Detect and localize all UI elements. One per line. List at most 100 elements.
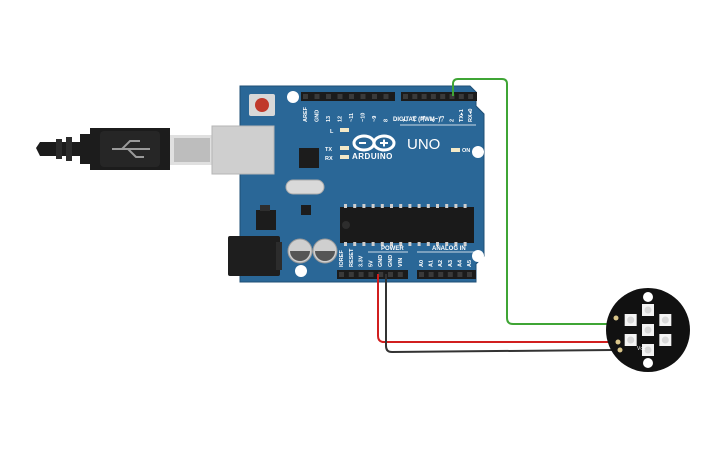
chip-pin — [380, 204, 384, 208]
data-wire[interactable] — [452, 78, 610, 325]
board-model-text: UNO — [407, 136, 440, 153]
analog-header[interactable] — [417, 270, 476, 279]
chip-pin — [362, 242, 366, 246]
neopixel-jewel[interactable]: Vcc — [606, 288, 690, 372]
led-label-l: L — [330, 129, 334, 135]
power-wire[interactable] — [377, 274, 610, 343]
chip-pin — [417, 204, 421, 208]
pin-label: ~5 — [422, 116, 428, 122]
chip-pin — [408, 204, 412, 208]
reset-button[interactable] — [249, 94, 275, 116]
header-pin-hole[interactable] — [457, 272, 463, 277]
header-pin-hole[interactable] — [337, 94, 343, 99]
ground-wire[interactable] — [385, 274, 613, 354]
led-label-on: ON — [462, 148, 470, 154]
chip-pin — [344, 204, 347, 208]
chip-pin — [454, 242, 458, 246]
chip-pin — [445, 242, 449, 246]
chip-pin — [344, 242, 347, 246]
chip-pin — [436, 242, 439, 246]
header-pin-hole[interactable] — [449, 94, 455, 99]
header-pin-hole[interactable] — [368, 272, 374, 277]
chip-pin — [436, 204, 439, 208]
chip-pin — [390, 204, 393, 208]
header-pin-hole[interactable] — [438, 272, 444, 277]
chip-pin — [454, 204, 458, 208]
mounting-hole — [472, 250, 484, 262]
digital-header-label: DIGITAL (PWM~) — [393, 117, 440, 123]
header-pin-hole[interactable] — [388, 272, 393, 277]
neopixel-led — [624, 314, 637, 326]
led-label-tx: TX — [325, 147, 332, 153]
header-pin-hole[interactable] — [447, 272, 453, 277]
header-pin-hole[interactable] — [326, 94, 331, 99]
header-pin-hole[interactable] — [383, 94, 389, 99]
neopixel-led — [642, 344, 654, 356]
usb-jack — [211, 125, 275, 175]
voltage-regulator — [256, 205, 276, 230]
chip-pin — [417, 242, 421, 246]
header-pin-hole[interactable] — [314, 94, 320, 99]
chip-pin — [408, 242, 412, 246]
pin-label: A4 — [457, 259, 463, 267]
chip-pin — [353, 204, 357, 208]
pin-label: 4 — [431, 118, 437, 122]
chip-pin — [371, 242, 375, 246]
pin-label: A1 — [429, 260, 435, 267]
digital-header-left[interactable] — [301, 92, 395, 101]
pin-label: TX▸1 — [459, 109, 465, 122]
header-pin-hole[interactable] — [428, 272, 434, 277]
header-pin-hole[interactable] — [468, 94, 474, 99]
pin-label: A2 — [438, 260, 444, 267]
usb-chip — [299, 148, 319, 168]
pin-label: VIN — [398, 258, 404, 267]
chip-pin — [380, 242, 384, 246]
pin-label: RX◂0 — [468, 109, 474, 122]
header-pin-hole[interactable] — [358, 272, 364, 277]
mounting-hole — [472, 146, 484, 158]
atmega-chip — [340, 204, 474, 246]
header-pin-hole[interactable] — [372, 94, 377, 99]
header-pin-hole[interactable] — [403, 94, 408, 99]
pin-label: A5 — [467, 260, 473, 267]
header-pin-hole[interactable] — [458, 94, 464, 99]
neopixel-vcc-label: Vcc — [637, 346, 646, 352]
header-pin-hole[interactable] — [412, 94, 418, 99]
pin-label: 12 — [338, 116, 344, 122]
chip-pin — [362, 204, 366, 208]
small-component — [301, 205, 311, 215]
header-pin-hole[interactable] — [440, 94, 446, 99]
chip-pin — [463, 242, 467, 246]
chip-pin — [399, 204, 403, 208]
header-pin-hole[interactable] — [421, 94, 427, 99]
pin-label: 5V — [368, 260, 374, 267]
chip-pin — [463, 204, 467, 208]
header-pin-hole[interactable] — [303, 94, 308, 99]
pin-label: A0 — [419, 260, 425, 267]
solder-pad — [613, 315, 619, 321]
header-pin-hole[interactable] — [360, 94, 366, 99]
wires — [377, 78, 613, 354]
arduino-logo-text: ARDUINO — [352, 152, 393, 161]
mounting-hole — [287, 91, 299, 103]
pin-label: 8 — [384, 119, 390, 122]
pin-label: 2 — [450, 119, 456, 122]
header-pin-hole[interactable] — [397, 272, 403, 277]
header-pin-hole[interactable] — [419, 272, 424, 277]
header-pin-hole[interactable] — [339, 272, 344, 277]
pin-label: IOREF — [339, 250, 345, 267]
pin-label: GND — [388, 255, 394, 267]
header-pin-hole[interactable] — [348, 272, 354, 277]
header-pin-hole[interactable] — [378, 272, 384, 277]
arduino-infinity-logo — [352, 134, 396, 152]
header-pin-hole[interactable] — [349, 94, 354, 99]
pin-label: ~10 — [361, 113, 367, 122]
mount-hole — [643, 292, 653, 302]
header-pin-hole[interactable] — [467, 272, 472, 277]
digital-header-right[interactable] — [401, 92, 477, 101]
header-pin-hole[interactable] — [430, 94, 436, 99]
pin-label: 13 — [326, 116, 332, 122]
pin-label: 3.3V — [359, 255, 365, 267]
